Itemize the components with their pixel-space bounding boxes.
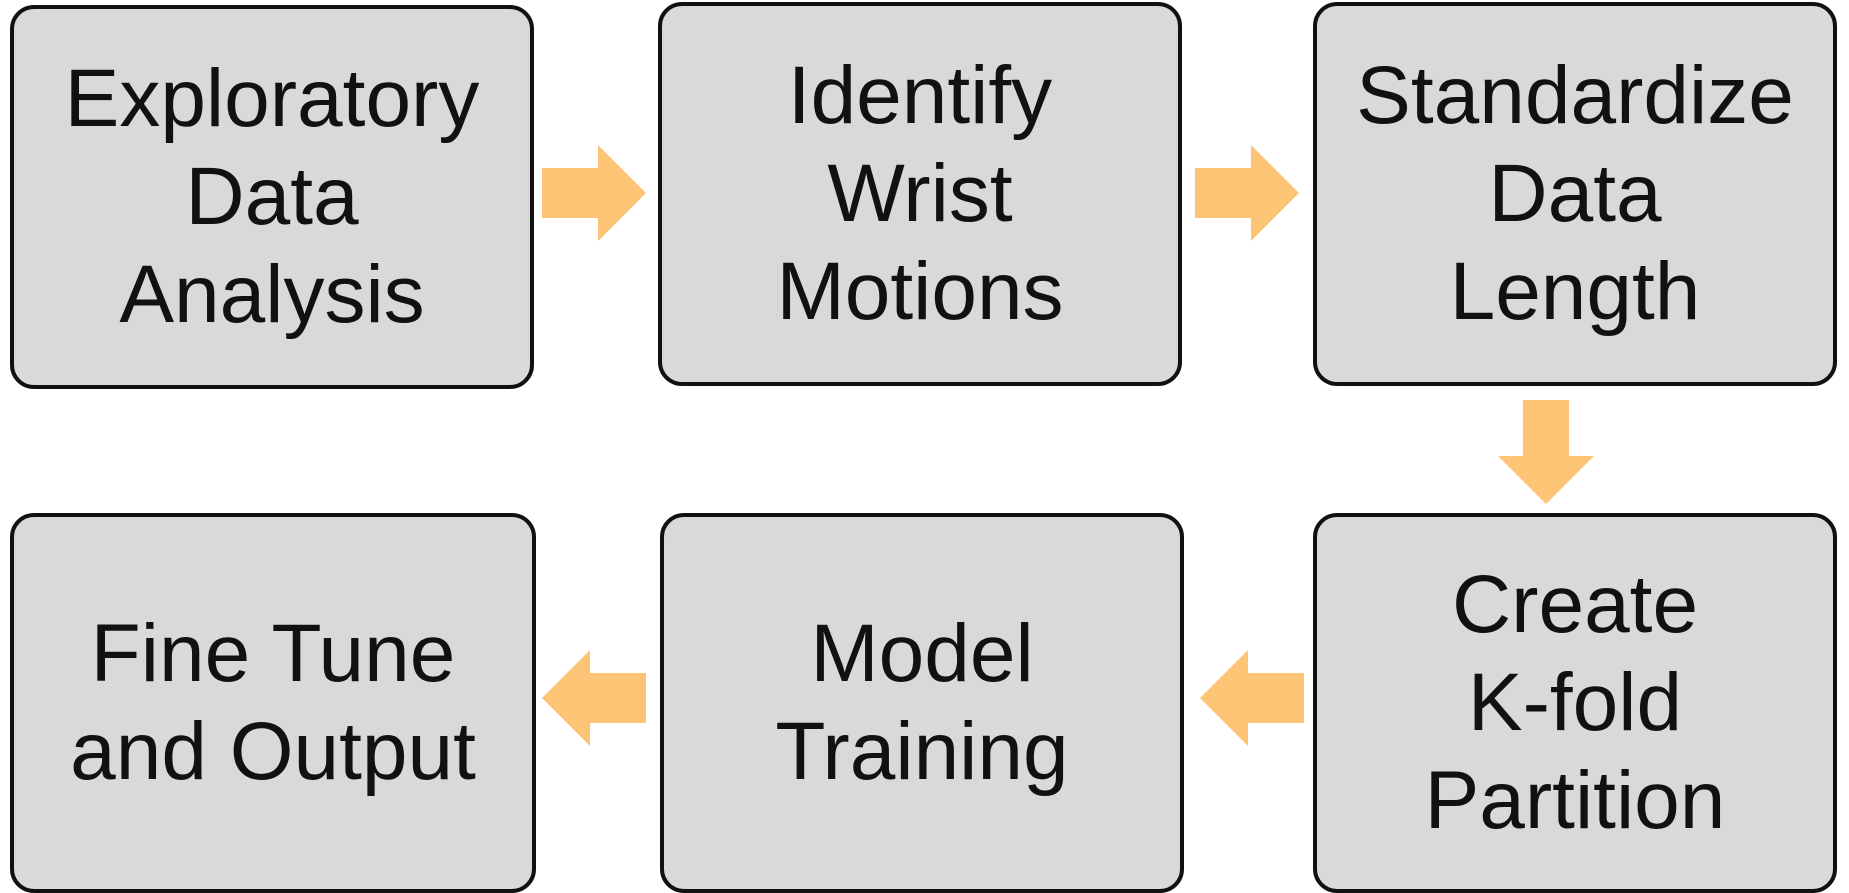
step-label-line: and Output — [70, 706, 476, 797]
arrow-right-icon — [1195, 145, 1299, 241]
step-label-line: Training — [775, 706, 1069, 797]
arrow-down-icon — [1498, 400, 1594, 504]
step-label-line: Length — [1449, 246, 1701, 337]
step-standardize-data-length: Standardize Data Length — [1313, 2, 1837, 386]
step-label-line: Identify — [787, 50, 1053, 141]
step-label-line: Data — [1488, 148, 1662, 239]
step-identify-wrist-motions: Identify Wrist Motions — [658, 2, 1182, 386]
step-label-line: Partition — [1424, 755, 1726, 846]
step-model-training: Model Training — [660, 513, 1184, 893]
step-label-line: Standardize — [1356, 50, 1794, 141]
step-create-k-fold-partition: Create K-fold Partition — [1313, 513, 1837, 893]
step-exploratory-data-analysis: Exploratory Data Analysis — [10, 5, 534, 389]
step-label-line: Motions — [776, 246, 1064, 337]
arrow-right-icon — [542, 145, 646, 241]
step-label-line: Wrist — [827, 148, 1013, 239]
step-label-line: Create — [1451, 559, 1699, 650]
arrow-left-icon — [542, 650, 646, 746]
step-label-line: K-fold — [1467, 657, 1683, 748]
step-label-line: Fine Tune — [90, 608, 456, 699]
step-label-line: Model — [810, 608, 1034, 699]
arrow-left-icon — [1200, 650, 1304, 746]
step-label-line: Analysis — [119, 249, 425, 340]
step-fine-tune-and-output: Fine Tune and Output — [10, 513, 536, 893]
step-label-line: Exploratory — [64, 53, 480, 144]
step-label-line: Data — [185, 151, 359, 242]
